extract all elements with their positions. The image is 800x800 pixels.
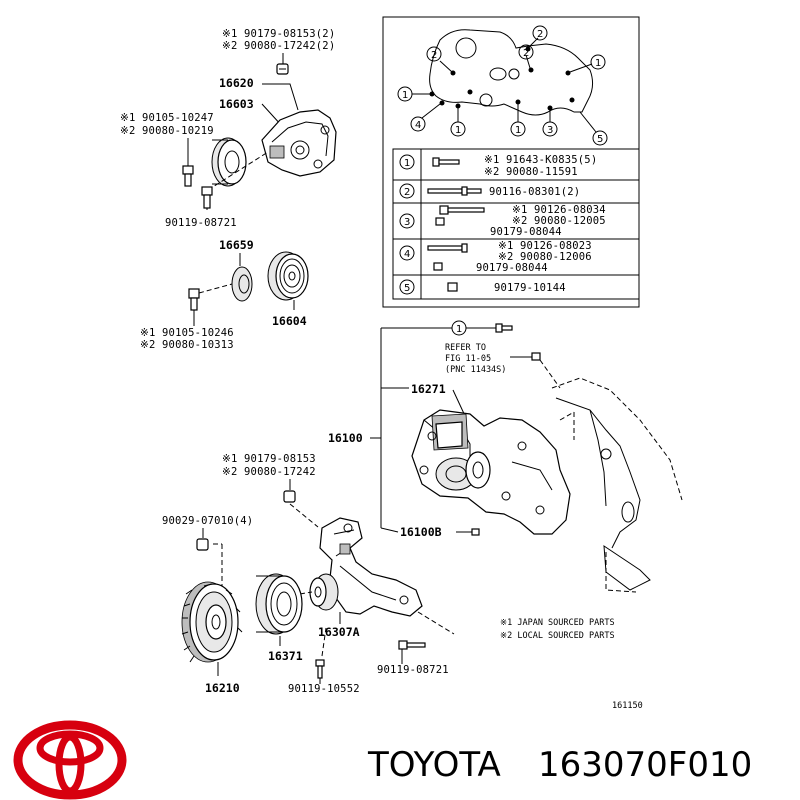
engine-block-outline <box>551 377 683 593</box>
callout-3: 3 <box>547 125 553 136</box>
bolt-icon <box>432 157 460 167</box>
part-16620-label: 16620 <box>219 76 254 90</box>
brand-name: TOYOTA <box>367 745 501 785</box>
pump-callout-1: 1 <box>456 324 462 335</box>
figure-id: 161150 <box>612 701 643 711</box>
callout-2: 2 <box>537 29 543 40</box>
washer-plate-icon <box>231 266 253 302</box>
callout-2: 2 <box>431 50 437 61</box>
part-16371-label: 16371 <box>268 649 303 663</box>
key-5-part: 90179-10144 <box>494 282 566 294</box>
water-pump-group: 1 REFER TO FIG 11-05 (PNC 11434S) 16271 … <box>328 320 683 593</box>
refer-line-3: (PNC 11434S) <box>445 365 506 375</box>
key-3-japan: ※1 90126-08034 <box>512 204 606 216</box>
toyota-logo-icon <box>13 720 127 800</box>
bolt-d-local-label: ※2 90080-17242 <box>222 466 316 478</box>
part-90029-label: 90029-07010(4) <box>162 515 253 527</box>
part-16271-label: 16271 <box>411 382 446 396</box>
key-1-local: ※2 90080-11591 <box>484 166 578 178</box>
bolt-icon <box>315 659 325 679</box>
key-2-part: 90116-08301(2) <box>489 186 580 198</box>
part-90119-08721-label: 90119-08721 <box>165 217 237 229</box>
key-5: 5 <box>404 283 410 294</box>
part-90119-08721-b-label: 90119-08721 <box>377 664 449 676</box>
water-pump-icon <box>411 409 571 535</box>
nut-icon <box>276 63 289 75</box>
nut-icon <box>196 538 209 551</box>
key-4-japan: ※1 90126-08023 <box>498 240 592 252</box>
bolt-key-table: 1 ※1 91643-K0835(5) ※2 90080-11591 2 901… <box>392 148 640 300</box>
pulley-16604-icon <box>267 251 309 301</box>
bolt-icon <box>495 323 513 333</box>
part-16210-label: 16210 <box>205 681 240 695</box>
key-4-local: ※2 90080-12006 <box>498 251 592 263</box>
part-16307a-label: 16307A <box>318 625 360 639</box>
idler-bracket-icon <box>261 109 337 177</box>
part-16100-label: 16100 <box>328 431 363 445</box>
legend-japan: ※1 JAPAN SOURCED PARTS <box>500 618 615 628</box>
callout-4: 4 <box>415 120 421 131</box>
nut-icon <box>435 217 445 226</box>
callout-markers: 2 2 2 1 1 4 1 <box>397 25 608 146</box>
bolt-c-local-label: ※2 90080-10313 <box>140 339 234 351</box>
part-16603-label: 16603 <box>219 97 254 111</box>
callout-1: 1 <box>515 125 521 136</box>
bolt-c-japan-label: ※1 90105-10246 <box>140 327 234 339</box>
part-16100b-label: 16100B <box>400 525 442 539</box>
bracket-pulley-group: ※1 90179-08153(2) ※2 90080-17242(2) 1662… <box>120 28 337 351</box>
callout-1: 1 <box>455 125 461 136</box>
key-3: 3 <box>404 217 410 228</box>
refer-line-2: FIG 11-05 <box>445 354 491 364</box>
bolt-icon <box>182 165 194 187</box>
refer-line-1: REFER TO <box>445 343 486 353</box>
key-3-local: ※2 90080-12005 <box>512 215 606 227</box>
key-1: 1 <box>404 158 410 169</box>
nut-icon <box>433 262 443 271</box>
fan-pulley-icon <box>255 573 303 635</box>
bolt-d-japan-label: ※1 90179-08153 <box>222 453 316 465</box>
key-2: 2 <box>404 187 410 198</box>
stud-bolt-icon <box>427 243 468 253</box>
bolt-icon <box>201 186 213 209</box>
part-number: 163070F010 <box>538 745 752 785</box>
fan-bracket-icon <box>309 517 423 617</box>
idler-pulley-icon <box>211 137 247 187</box>
callout-1: 1 <box>595 58 601 69</box>
part-90119-10552-label: 90119-10552 <box>288 683 360 695</box>
key-1-japan: ※1 91643-K0835(5) <box>484 154 597 166</box>
key-4-nut: 90179-08044 <box>476 262 548 274</box>
nut-icon <box>447 282 458 292</box>
bolt-icon <box>188 288 200 311</box>
key-4: 4 <box>404 249 410 260</box>
bolt-a-japan-label: ※1 90179-08153(2) <box>222 28 335 40</box>
nut-icon <box>283 490 296 503</box>
fan-coupling-group: ※1 90179-08153 ※2 90080-17242 90029-0701… <box>162 453 455 695</box>
bolt-icon <box>398 640 426 650</box>
legend-local: ※2 LOCAL SOURCED PARTS <box>500 631 615 641</box>
key-3-nut: 90179-08044 <box>490 226 562 238</box>
bolt-b-local-label: ※2 90080-10219 <box>120 125 214 137</box>
sourcing-legend: ※1 JAPAN SOURCED PARTS ※2 LOCAL SOURCED … <box>500 618 615 641</box>
bolt-a-local-label: ※2 90080-17242(2) <box>222 40 335 52</box>
part-16659-label: 16659 <box>219 238 254 252</box>
bolt-icon <box>439 205 485 215</box>
bolt-location-inset: 2 2 2 1 1 4 1 <box>382 16 640 308</box>
callout-5: 5 <box>597 134 603 145</box>
fan-clutch-icon <box>181 581 243 663</box>
bolt-b-japan-label: ※1 90105-10247 <box>120 112 214 124</box>
callout-1: 1 <box>402 90 408 101</box>
stud-bolt-icon <box>427 186 482 196</box>
part-16604-label: 16604 <box>272 314 307 328</box>
callout-2: 2 <box>523 48 529 59</box>
